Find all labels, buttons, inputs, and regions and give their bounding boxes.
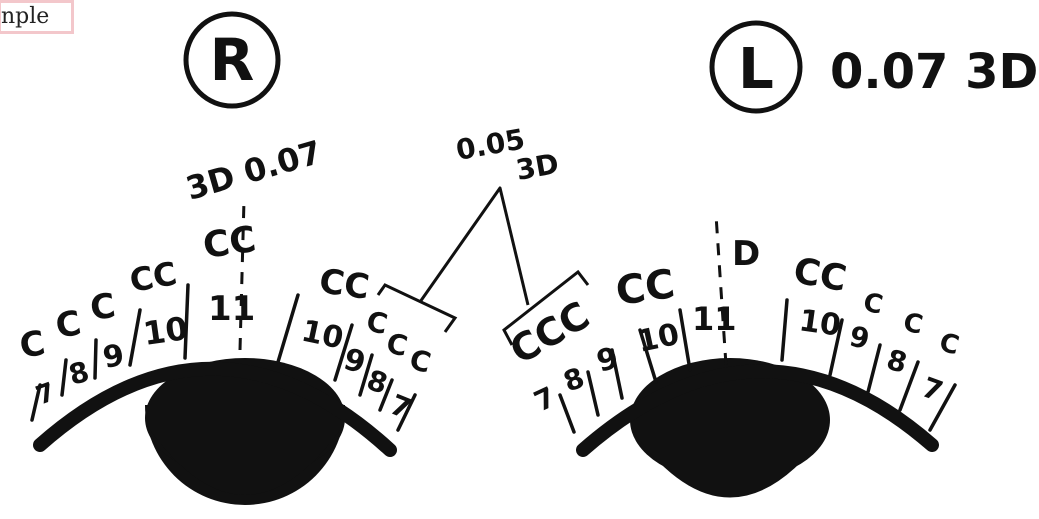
left-eye-group: L 0.07 3D 7 8 9 10 11 <box>502 20 1038 498</box>
left-eye-badge-label: L <box>738 37 774 102</box>
left-eye-lash-number-6: 10 <box>797 303 843 343</box>
right-eye-lash-number-9: 7 <box>385 388 415 426</box>
left-eye-lash-number-9: 7 <box>918 371 948 409</box>
left-eye-lash-number-3: 9 <box>593 341 622 380</box>
left-eye-lash-number-8: 8 <box>883 343 910 380</box>
sample-tag: nple <box>0 0 74 34</box>
right-eye-right-ticks <box>276 293 417 432</box>
left-eye-lash-number-1: 7 <box>529 380 561 418</box>
inner-corner-callout: 0.05 3D <box>418 122 561 306</box>
left-eye-center-curl: D <box>732 234 760 274</box>
left-eye-curl-3: CC <box>790 250 849 300</box>
left-eye-lash-number-5: 11 <box>692 300 737 338</box>
right-eye-curl-2: C <box>53 303 85 347</box>
right-eye-curl-5: CC <box>201 219 259 267</box>
left-eye-left-ticks <box>558 308 692 434</box>
left-eye-lash-number-7: 9 <box>847 320 873 356</box>
right-eye-lash-number-4: 10 <box>141 309 190 353</box>
right-eye-curl-6: CC <box>317 261 372 308</box>
right-eye-lash-line <box>33 361 397 457</box>
right-eye-badge-label: R <box>210 26 255 94</box>
right-eye-params: 3D 0.07 <box>182 133 326 208</box>
right-eye-curl-1: C <box>17 323 49 367</box>
left-eye-curl-2: CC <box>613 261 678 315</box>
left-eye-iris-bottom <box>632 430 828 498</box>
left-eye-curl-5: C <box>901 308 926 341</box>
left-eye-curl-6: C <box>936 328 962 362</box>
right-eye-iris-bottom <box>150 430 340 495</box>
callout-lines <box>418 186 530 306</box>
right-eye-center-divider <box>238 199 246 351</box>
left-eye-curl-4: C <box>861 288 886 321</box>
right-eye-curl-4: CC <box>127 254 180 300</box>
right-eye-lash-number-3: 9 <box>100 338 127 376</box>
right-eye-curl-3: C <box>88 286 118 329</box>
right-eye-curl-8: C <box>384 327 411 364</box>
left-eye-lash-line <box>576 364 939 457</box>
left-eye-badge-circle <box>709 20 803 114</box>
right-eye-lash-number-2: 8 <box>65 355 92 392</box>
right-eye-badge-circle <box>183 11 281 109</box>
left-eye-params: 0.07 3D <box>830 44 1038 100</box>
right-eye-curl-7: C <box>364 305 391 342</box>
left-eye-lash-number-4: 10 <box>634 317 682 360</box>
left-eye-right-ticks <box>780 298 957 432</box>
left-eye-curl-1: CCC <box>503 293 597 373</box>
right-eye-left-ticks <box>30 283 190 422</box>
left-eye-inner-bracket <box>502 269 590 346</box>
right-eye-lash-number-5: 11 <box>208 289 255 329</box>
sample-tag-text: nple <box>1 4 50 29</box>
left-eye-lash-number-2: 8 <box>559 361 589 399</box>
left-eye-center-divider <box>714 214 728 366</box>
callout-line-2: 3D <box>513 147 561 187</box>
right-eye-group: R 7 8 9 10 11 C C <box>17 11 458 505</box>
right-eye-curl-9: C <box>406 343 434 380</box>
right-eye-lash-number-6: 10 <box>298 314 346 357</box>
